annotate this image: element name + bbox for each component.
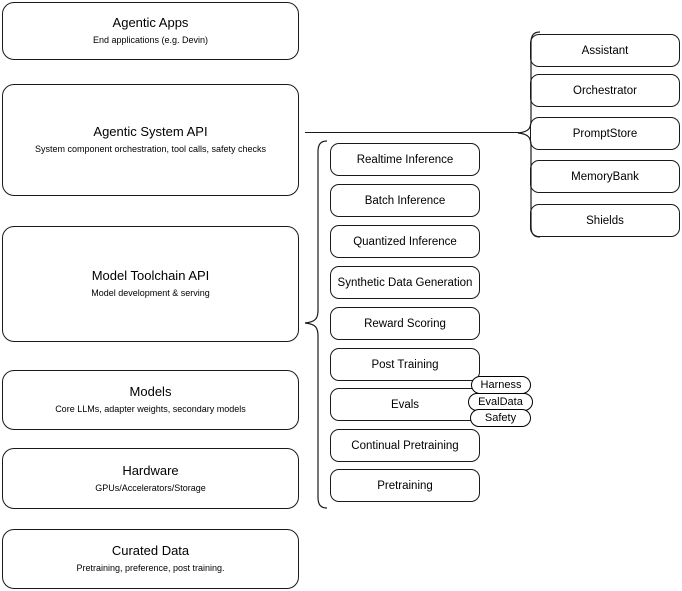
brace-capabilities (303, 140, 329, 510)
capability-box-evals[interactable]: Evals (330, 388, 480, 421)
layer-box-agentic-system-api[interactable]: Agentic System API System component orch… (2, 84, 299, 196)
capability-title: Pretraining (377, 479, 433, 492)
layer-subtitle: Pretraining, preference, post training. (76, 563, 225, 573)
capability-title: Evals (390, 398, 420, 411)
capability-box-reward-scoring[interactable]: Reward Scoring (330, 307, 480, 340)
layer-box-models[interactable]: Models Core LLMs, adapter weights, secon… (2, 370, 299, 430)
capability-box-continual-pretraining[interactable]: Continual Pretraining (330, 429, 480, 462)
component-box-assistant[interactable]: Assistant (530, 34, 680, 67)
component-title: MemoryBank (571, 170, 639, 183)
connector-line-system-api-to-components (305, 132, 519, 133)
layer-box-agentic-apps[interactable]: Agentic Apps End applications (e.g. Devi… (2, 2, 299, 60)
layer-subtitle: Core LLMs, adapter weights, secondary mo… (55, 404, 246, 414)
capability-title: Synthetic Data Generation (337, 276, 473, 289)
component-title: Assistant (581, 44, 629, 57)
capability-title: Post Training (371, 358, 439, 371)
component-title: Shields (586, 214, 624, 227)
eval-pill-label: Harness (480, 379, 522, 391)
capability-title: Continual Pretraining (351, 439, 459, 452)
component-box-memorybank[interactable]: MemoryBank (530, 160, 680, 193)
component-title: Orchestrator (573, 84, 637, 97)
layer-box-hardware[interactable]: Hardware GPUs/Accelerators/Storage (2, 448, 299, 509)
layer-title: Agentic Apps (112, 15, 189, 30)
capability-title: Batch Inference (364, 194, 446, 207)
layer-title: Curated Data (111, 543, 190, 558)
capability-title: Realtime Inference (356, 153, 454, 166)
eval-pill-label: Safety (484, 412, 517, 424)
layer-subtitle: System component orchestration, tool cal… (34, 144, 267, 154)
capability-box-batch-inference[interactable]: Batch Inference (330, 184, 480, 217)
capability-title: Reward Scoring (364, 317, 446, 330)
layer-title: Models (129, 384, 172, 399)
component-title: PromptStore (572, 127, 638, 140)
eval-pill-safety[interactable]: Safety (470, 409, 531, 427)
capability-box-quantized-inference[interactable]: Quantized Inference (330, 225, 480, 258)
layer-title: Agentic System API (93, 124, 208, 139)
capability-box-pretraining[interactable]: Pretraining (330, 469, 480, 502)
layer-title: Model Toolchain API (91, 268, 210, 283)
eval-pill-label: EvalData (478, 396, 523, 408)
layer-title: Hardware (122, 462, 179, 478)
layer-box-model-toolchain-api[interactable]: Model Toolchain API Model development & … (2, 226, 299, 342)
capability-title: Quantized Inference (353, 235, 457, 248)
capability-box-synthetic-data-generation[interactable]: Synthetic Data Generation (330, 266, 480, 299)
component-box-orchestrator[interactable]: Orchestrator (530, 74, 680, 107)
eval-pill-harness[interactable]: Harness (471, 376, 531, 394)
capability-box-realtime-inference[interactable]: Realtime Inference (330, 143, 480, 176)
layer-subtitle: Model development & serving (91, 288, 210, 298)
layer-subtitle: GPUs/Accelerators/Storage (95, 482, 206, 493)
capability-box-post-training[interactable]: Post Training (330, 348, 480, 381)
layer-box-curated-data[interactable]: Curated Data Pretraining, preference, po… (2, 529, 299, 589)
brace-system-components (516, 31, 542, 239)
layer-subtitle: End applications (e.g. Devin) (92, 35, 209, 45)
component-box-promptstore[interactable]: PromptStore (530, 117, 680, 150)
component-box-shields[interactable]: Shields (530, 204, 680, 237)
